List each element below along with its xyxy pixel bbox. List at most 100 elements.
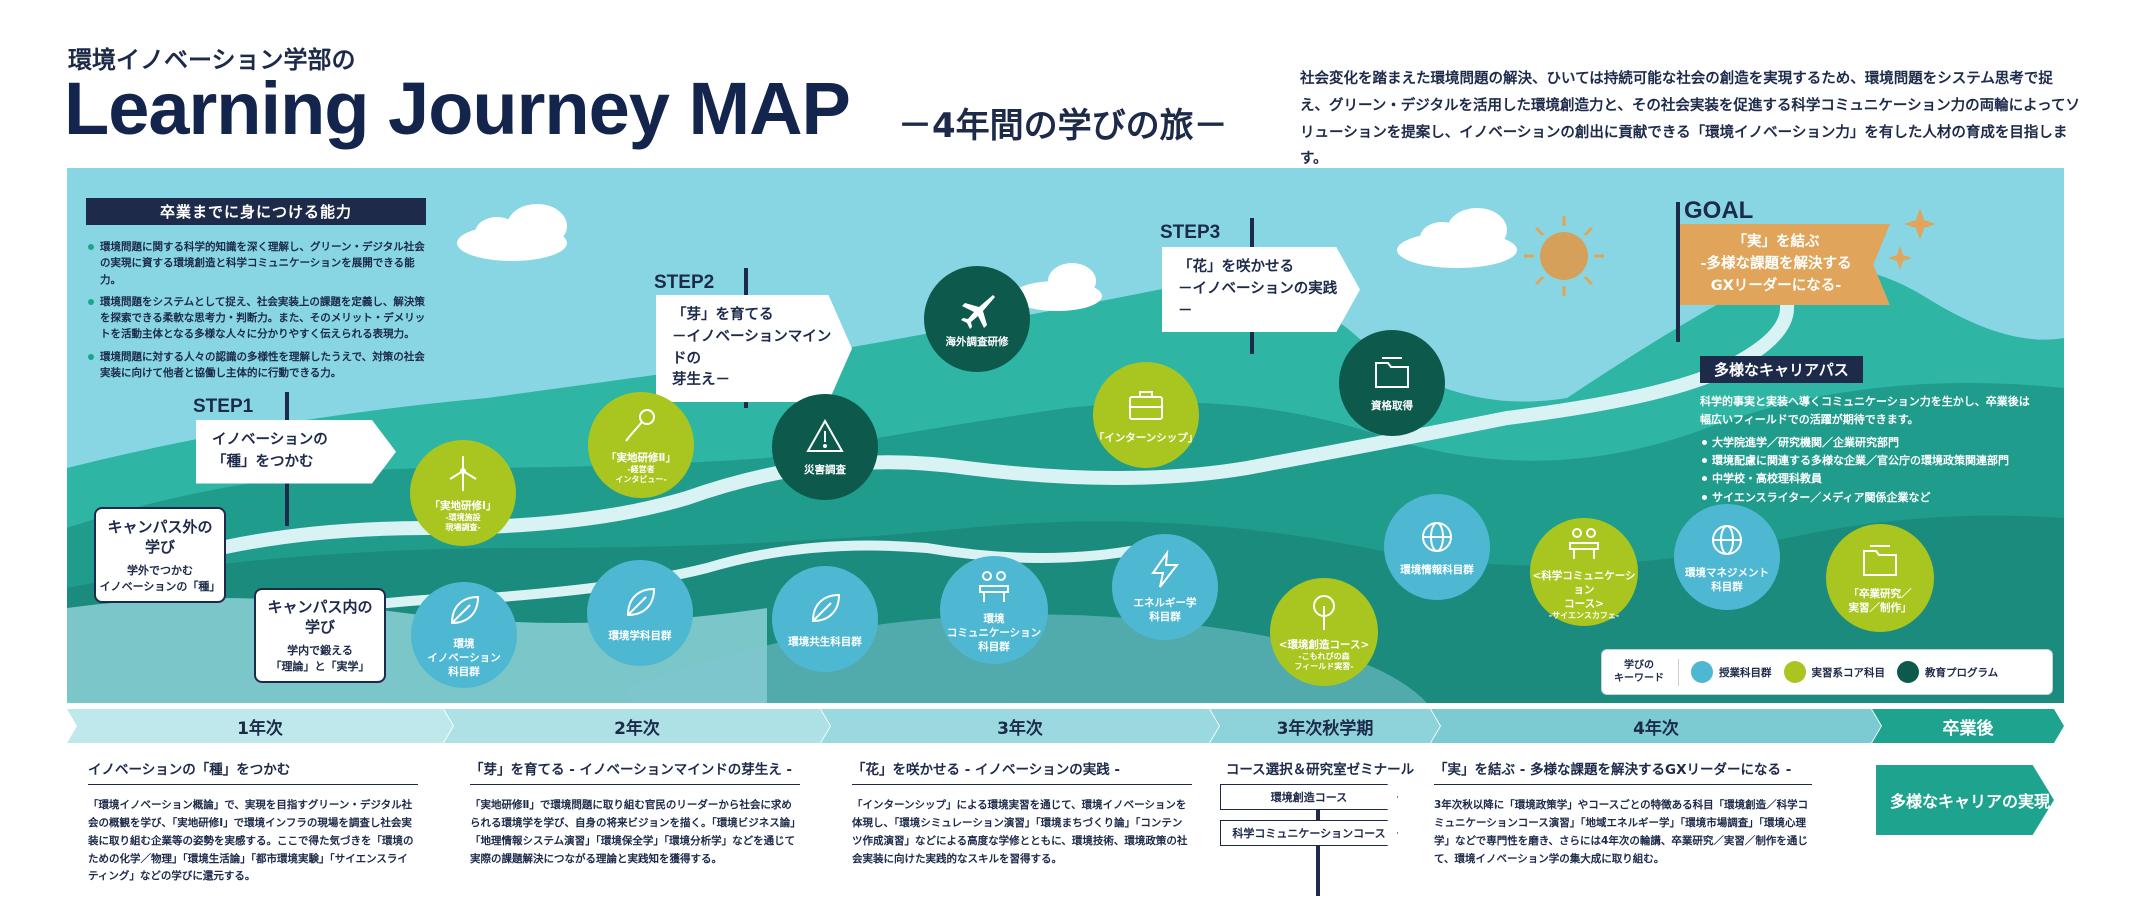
jicchi1-circle[interactable]: 「実地研修Ⅰ」 -環境施設 現場調査- bbox=[410, 440, 516, 546]
joho-circle[interactable]: 環境情報科目群 bbox=[1384, 494, 1490, 600]
year2-desc: 「実地研修Ⅱ」で環境問題に取り組む官民のリーダーから社会に求められる環境学を学び… bbox=[470, 799, 796, 865]
leaf-icon bbox=[811, 593, 841, 622]
tree-icon bbox=[1313, 594, 1335, 630]
globe-icon bbox=[1422, 521, 1452, 552]
career-item: 環境配慮に関連する多様な企業／官公庁の環境政策関連部門 bbox=[1700, 452, 2040, 470]
career-cta[interactable]: 多様なキャリアの実現 bbox=[1876, 765, 2054, 835]
sparkle-icon bbox=[1904, 208, 1936, 240]
campus-outside-box: キャンパス外の 学び 学外でつかむ イノベーションの「種」 bbox=[94, 507, 226, 603]
circle-sub: -経営者 インタビュー- bbox=[615, 464, 667, 485]
timeline-year3: 3年次 bbox=[821, 709, 1219, 743]
legend-label: 授業科目群 bbox=[1719, 666, 1772, 679]
kyosei-circle[interactable]: 環境共生科目群 bbox=[772, 566, 878, 672]
legend-swatch bbox=[1897, 661, 1919, 683]
career-panel: 多様なキャリアパス 科学的事実と実装へ導くコミュニケーション力を生かし、卒業後は… bbox=[1700, 356, 2040, 507]
year4-desc: 3年次秋以降に「環境政策学」やコースごとの特徴ある科目「環境創造／科学コミュニケ… bbox=[1434, 799, 1809, 865]
year3-desc: 「インターンシップ」による環境実習を通じて、環境イノベーションを体現し、「環境シ… bbox=[852, 799, 1188, 865]
sparkle-icon bbox=[1888, 246, 1912, 270]
course-kagaku-button[interactable]: 科学コミュニケーションコース bbox=[1220, 820, 1398, 846]
kankyogaku-circle[interactable]: 環境学科目群 bbox=[587, 560, 693, 666]
folder-icon bbox=[1375, 356, 1409, 388]
ability-item: 環境問題に対する人々の認識の多様性を理解したうえで、対策の社会実装に向けて他者と… bbox=[86, 349, 426, 382]
year3-autumn-detail: コース選択＆研究室ゼミナール 環境創造コース 科学コミュニケーションコース bbox=[1220, 758, 1420, 896]
intro-text: 社会変化を踏まえた環境問題の解決、ひいては持続可能な社会の創造を実現するため、環… bbox=[1300, 71, 2080, 168]
step1-sign: イノベーションの 「種」をつかむ bbox=[196, 420, 396, 484]
leaf-icon bbox=[450, 595, 480, 624]
shikaku-circle[interactable]: 資格取得 bbox=[1339, 330, 1445, 436]
management-circle[interactable]: 環境マネジメント 科目群 bbox=[1674, 504, 1780, 610]
cloud-right bbox=[1397, 208, 1517, 268]
step3-sign: 「花」を咲かせる －イノベーションの実践－ bbox=[1162, 247, 1360, 333]
year1-heading: イノベーションの「種」をつかむ bbox=[88, 758, 418, 785]
globe-icon bbox=[1712, 524, 1742, 555]
cloud-mid bbox=[1012, 263, 1102, 311]
year4-detail: 「実」を結ぶ - 多様な課題を解決するGXリーダーになる - 3年次秋以降に「環… bbox=[1434, 758, 1812, 868]
year2-heading: 「芽」を育てる - イノベーションマインドの芽生え - bbox=[470, 758, 800, 785]
saigai-circle[interactable]: 災害調査 bbox=[772, 394, 878, 500]
ability-item: 環境問題をシステムとして捉え、社会実装上の課題を定義し、解決策を探索できる柔軟な… bbox=[86, 294, 426, 343]
step3-label: STEP3 bbox=[1160, 222, 1221, 243]
campus-inside-desc: 学内で鍛える 「理論」と「実学」 bbox=[270, 644, 370, 673]
circle-title: <環境創造コース> bbox=[1278, 638, 1370, 651]
campus-inside-box: キャンパス内の 学び 学内で鍛える 「理論」と「実学」 bbox=[254, 588, 386, 683]
legend-item: 実習系コア科目 bbox=[1783, 661, 1886, 683]
microphone-icon bbox=[625, 408, 655, 442]
comm-circle[interactable]: 環境 コミュニケーション 科目群 bbox=[940, 556, 1048, 664]
circle-title: エネルギー学 科目群 bbox=[1133, 596, 1197, 623]
year2-detail: 「芽」を育てる - イノベーションマインドの芽生え - 「実地研修Ⅱ」で環境問題… bbox=[470, 758, 800, 868]
kankyo-circle[interactable]: 環境 イノベーション 科目群 bbox=[411, 582, 517, 688]
step2-label: STEP2 bbox=[654, 272, 715, 293]
souzou-circle[interactable]: <環境創造コース> -こもれびの森 フィールド実習- bbox=[1270, 578, 1378, 686]
sotsugyo-circle[interactable]: 「卒業研究／ 実習／制作」 bbox=[1826, 524, 1934, 632]
legend: 学びの キーワード 授業科目群 実習系コア科目 教育プログラム bbox=[1601, 649, 2053, 695]
circle-title: 「実地研修Ⅱ」 bbox=[606, 451, 676, 464]
circle-title: 資格取得 bbox=[1371, 399, 1413, 412]
circle-title: 「卒業研究／ 実習／制作」 bbox=[1848, 587, 1912, 614]
timeline-year1: 1年次 bbox=[67, 709, 453, 743]
intern-circle[interactable]: 「インターンシップ」 bbox=[1093, 362, 1199, 468]
kaigai-circle[interactable]: 海外調査研修 bbox=[924, 266, 1030, 372]
legend-item: 教育プログラム bbox=[1897, 661, 1998, 683]
year3-autumn-heading: コース選択＆研究室ゼミナール bbox=[1225, 762, 1415, 778]
career-item: 大学院進学／研究機関／企業研究部門 bbox=[1700, 434, 2040, 452]
briefcase-icon bbox=[1129, 390, 1163, 420]
course-souzou-button[interactable]: 環境創造コース bbox=[1220, 784, 1398, 810]
campus-inside-title: キャンパス内の 学び bbox=[267, 598, 373, 636]
legend-swatch bbox=[1691, 661, 1713, 683]
circle-title: <科学コミュニケーション コース> bbox=[1532, 569, 1636, 610]
energy-circle[interactable]: エネルギー学 科目群 bbox=[1112, 534, 1218, 640]
goal-label: GOAL bbox=[1684, 197, 1754, 224]
windmill-icon bbox=[449, 455, 477, 491]
step1-label: STEP1 bbox=[193, 396, 254, 417]
circle-title: 環境マネジメント 科目群 bbox=[1685, 566, 1769, 593]
circle-title: 環境学科目群 bbox=[608, 629, 672, 642]
circle-sub: -こもれびの森 フィールド実習- bbox=[1294, 651, 1354, 672]
circle-sub: -環境施設 現場調査- bbox=[445, 512, 481, 533]
campus-outside-desc: 学外でつかむ イノベーションの「種」 bbox=[99, 564, 221, 593]
sun bbox=[1524, 216, 1604, 296]
career-desc: 科学的事実と実装へ導くコミュニケーション力を生かし、卒業後は幅広いフィールドでの… bbox=[1700, 395, 2030, 426]
legend-title: 学びの キーワード bbox=[1614, 658, 1679, 686]
kagaku-circle[interactable]: <科学コミュニケーション コース> -サイエンスカフェ- bbox=[1530, 518, 1638, 626]
year1-detail: イノベーションの「種」をつかむ 「環境イノベーション概論」で、実現を目指すグリー… bbox=[88, 758, 418, 886]
warning-icon bbox=[806, 418, 844, 452]
meeting-icon bbox=[979, 570, 1009, 602]
meeting-icon bbox=[1569, 527, 1599, 559]
cloud-left bbox=[457, 204, 567, 261]
lightning-icon bbox=[1151, 549, 1180, 588]
legend-label: 教育プログラム bbox=[1925, 666, 1999, 679]
timeline-year3-autumn: 3年次秋学期 bbox=[1210, 709, 1440, 743]
year3-detail: 「花」を咲かせる - イノベーションの実践 - 「インターンシップ」による環境実… bbox=[852, 758, 1192, 868]
folder-icon bbox=[1863, 544, 1897, 576]
year4-heading: 「実」を結ぶ - 多様な課題を解決するGXリーダーになる - bbox=[1434, 758, 1812, 785]
circle-title: 海外調査研修 bbox=[945, 335, 1009, 348]
leaf-icon bbox=[626, 587, 656, 616]
page-title-tagline: －4年間の学びの旅－ bbox=[898, 106, 1228, 146]
circle-title: 「インターンシップ」 bbox=[1093, 431, 1199, 444]
airplane-icon bbox=[961, 294, 995, 329]
career-item: 中学校・高校理科教員 bbox=[1700, 470, 2040, 488]
jicchi2-circle[interactable]: 「実地研修Ⅱ」 -経営者 インタビュー- bbox=[588, 392, 694, 498]
legend-label: 実習系コア科目 bbox=[1811, 666, 1886, 679]
ability-item: 環境問題に関する科学的知識を深く理解し、グリーン・デジタル社会の実現に資する環境… bbox=[86, 239, 426, 288]
goal-pole bbox=[1676, 202, 1680, 342]
